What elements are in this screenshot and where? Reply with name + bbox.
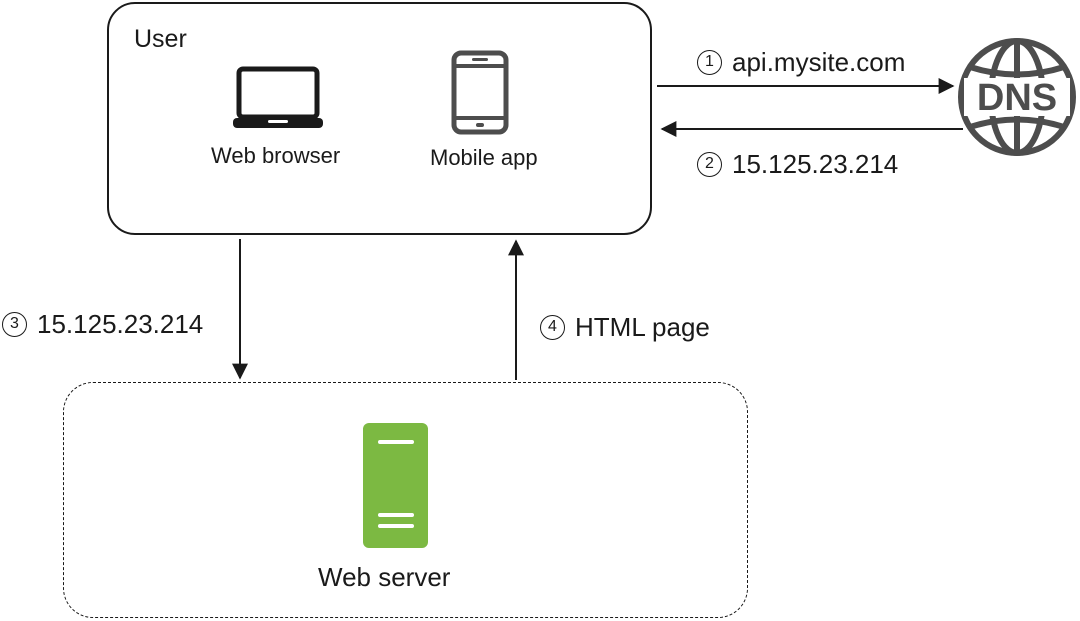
mobile-app-label: Mobile app bbox=[430, 145, 538, 170]
step-number: 2 bbox=[697, 151, 722, 177]
step-label: 15.125.23.214 bbox=[37, 309, 204, 339]
phone-icon bbox=[451, 50, 509, 135]
step-number: 4 bbox=[540, 314, 565, 340]
user-box bbox=[107, 2, 652, 235]
web-browser-label: Web browser bbox=[211, 143, 341, 168]
step-2-response: 2 15.125.23.214 bbox=[697, 151, 898, 177]
laptop-icon bbox=[233, 66, 323, 128]
step-3-request: 3 15.125.23.214 bbox=[2, 311, 203, 337]
step-label: HTML page bbox=[575, 312, 710, 342]
server-icon bbox=[363, 423, 428, 548]
globe-dns-icon: DNS bbox=[958, 38, 1076, 156]
step-1-request: 1 api.mysite.com bbox=[697, 49, 905, 75]
web-server-label: Web server bbox=[318, 562, 451, 592]
step-label: 15.125.23.214 bbox=[732, 149, 899, 179]
step-number: 1 bbox=[697, 49, 722, 75]
user-box-title: User bbox=[134, 25, 187, 53]
step-number: 3 bbox=[2, 311, 27, 337]
web-server-box bbox=[63, 382, 748, 618]
dns-label: DNS bbox=[977, 77, 1057, 119]
step-label: api.mysite.com bbox=[732, 47, 906, 77]
step-4-response: 4 HTML page bbox=[540, 314, 710, 340]
